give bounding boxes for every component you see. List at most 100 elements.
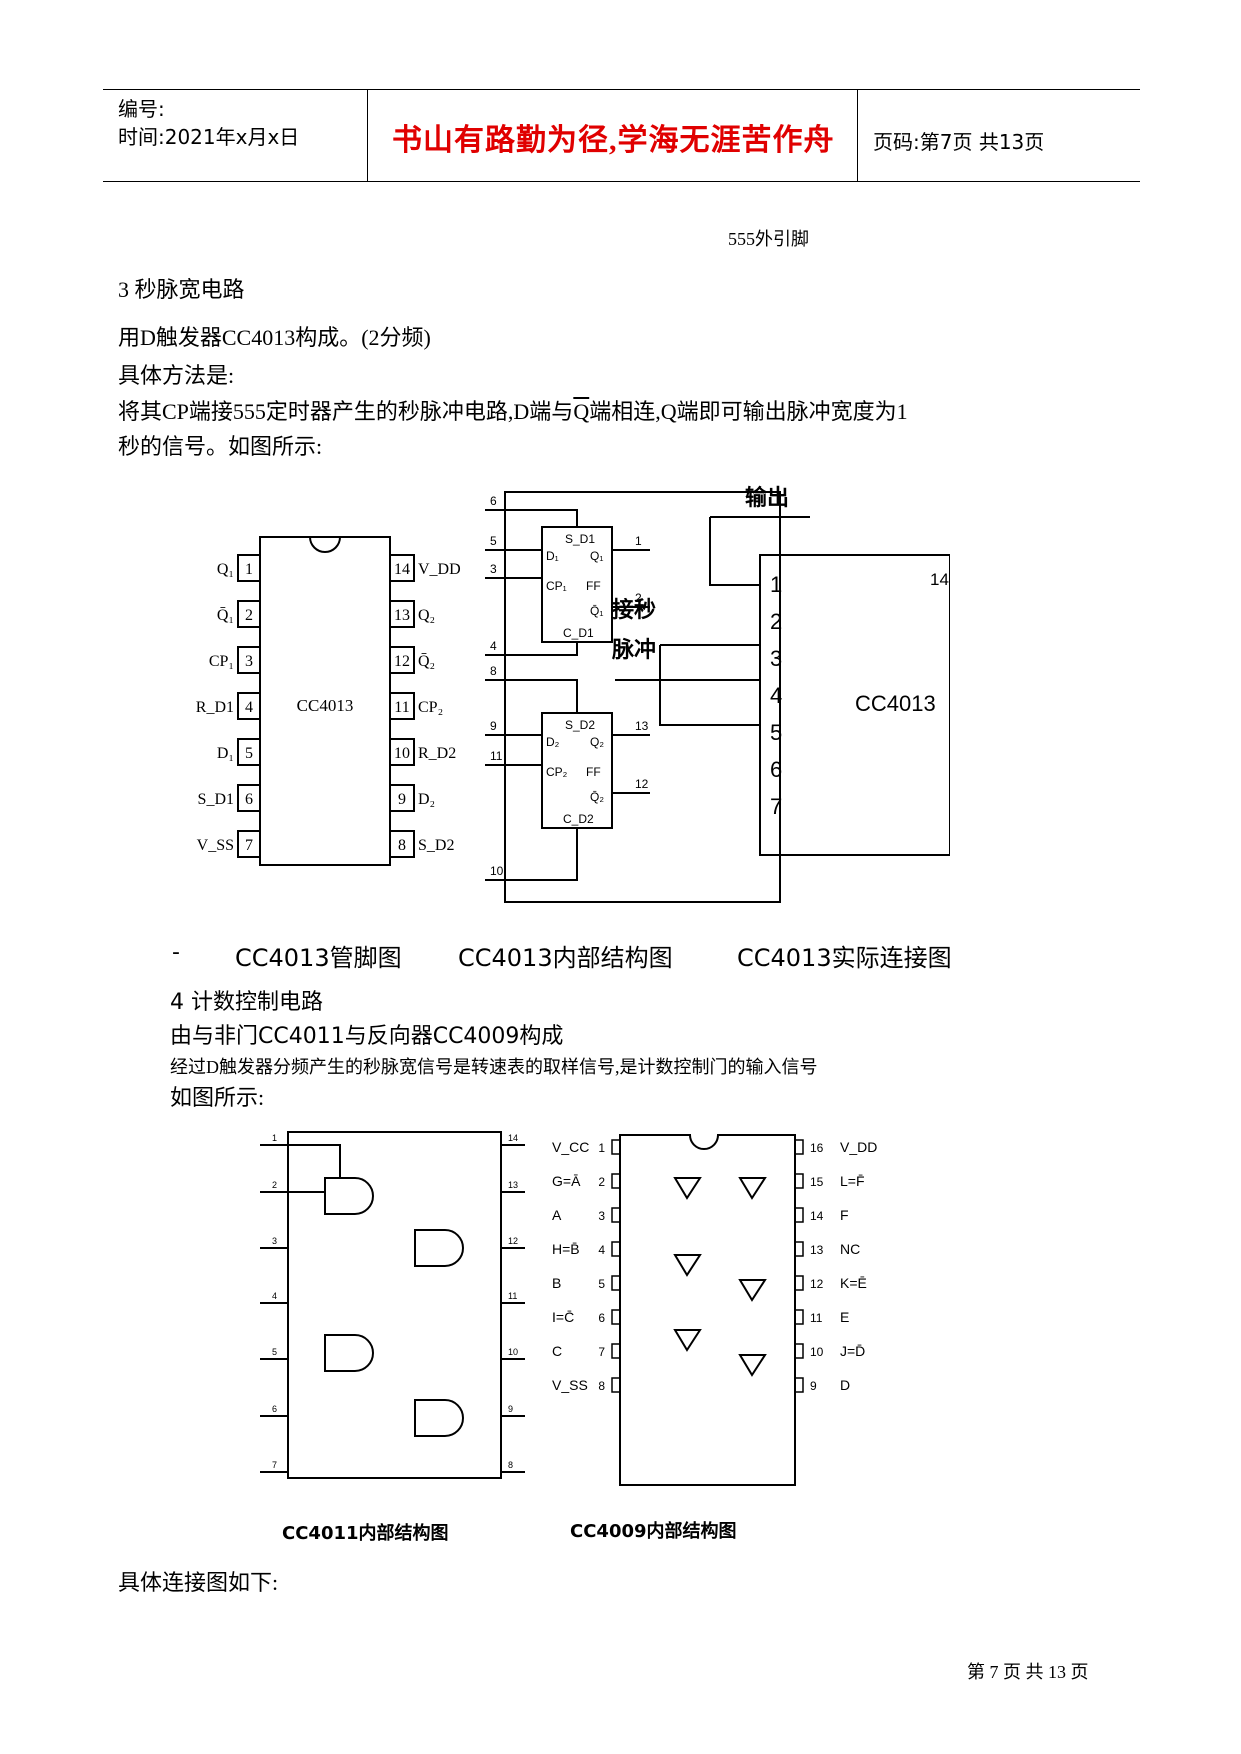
cc4009-left-pin-number: 4 <box>598 1243 605 1257</box>
cc4009-right-pin-stub <box>794 1309 804 1325</box>
cc4009-right-pin-name: L=F̄ <box>840 1173 865 1189</box>
right-pin-box <box>389 830 415 858</box>
cc4011-left-pin: 6 <box>272 1404 277 1414</box>
cc4011-right-pin: 8 <box>508 1460 513 1470</box>
cc4009-right-pin-number: 11 <box>810 1311 823 1325</box>
cc4009-left-pin-name: B <box>552 1275 561 1291</box>
cc4009-right-pin-name: D <box>840 1377 850 1393</box>
inverter-3 <box>673 1329 702 1352</box>
right-pin-box <box>389 784 415 812</box>
cc4009-right-pin-number: 10 <box>810 1345 824 1359</box>
left-pin-name: CP₁ <box>209 653 234 670</box>
cc4009-left-pin-number: 1 <box>598 1141 605 1155</box>
cc4011-diagram <box>260 1131 525 1479</box>
ff-cp-label: CP₂ <box>546 765 568 779</box>
cc4011-left-pin: 2 <box>272 1180 277 1190</box>
ff-set-label: S_D1 <box>565 532 595 546</box>
actual-pin-number: 6 <box>770 757 782 782</box>
left-pin-number: 1 <box>245 561 253 578</box>
cc4009-left-pin-stub <box>611 1139 621 1155</box>
cc4009-right-pin-number: 16 <box>810 1141 824 1155</box>
cc4009-right-pin-number: 13 <box>810 1243 824 1257</box>
ff-clear-label: C_D2 <box>563 812 594 826</box>
right-pin-number: 10 <box>394 745 410 762</box>
cc4009-left-pin-number: 3 <box>598 1209 605 1223</box>
header-motto: 书山有路勤为径,学海无涯苦作舟 <box>392 124 835 157</box>
chip-notch <box>309 536 341 553</box>
left-pin-number: 2 <box>245 607 253 624</box>
header-bottom-rule <box>103 181 1140 182</box>
cc4009-left-pin-stub <box>611 1377 621 1393</box>
section-4-line-3: 如图所示: <box>170 1085 265 1110</box>
inverter-2 <box>673 1254 702 1277</box>
actual-pin-number: 3 <box>770 646 782 671</box>
cc4009-right-pin-stub <box>794 1241 804 1257</box>
left-pin-box <box>237 692 261 720</box>
right-pin-name: CP₂ <box>418 699 443 716</box>
ff-q-label: Q₁ <box>590 549 603 563</box>
left-pin-box <box>237 554 261 582</box>
right-pin-number: 9 <box>398 791 406 808</box>
internal-pin-number: 4 <box>490 639 497 653</box>
right-pin-name: R_D2 <box>418 745 456 762</box>
section-3-line-2: 具体方法是: <box>118 363 235 388</box>
cc4011-left-pin: 5 <box>272 1347 277 1357</box>
internal-pin-number: 12 <box>635 777 649 791</box>
cc4009-left-pin-stub <box>611 1343 621 1359</box>
actual-pin-number: 1 <box>770 572 782 597</box>
cc4009-right-pin-stub <box>794 1207 804 1223</box>
internal-pin-number: 5 <box>490 534 497 548</box>
ff-clear-label: C_D1 <box>563 626 594 640</box>
cc4009-right-pin-stub <box>794 1275 804 1291</box>
right-pin-number: 12 <box>394 653 410 670</box>
cc4009-left-pin-number: 7 <box>598 1345 605 1359</box>
ff-d-label: D₂ <box>546 735 560 749</box>
cc4009-right-pin-name: NC <box>840 1241 860 1257</box>
left-pin-name: V_SS <box>197 837 234 854</box>
cc4009-right-pin-name: E <box>840 1309 849 1325</box>
header-divider-right <box>857 89 858 181</box>
cc4009-right-pin-number: 9 <box>810 1379 817 1393</box>
left-pin-name: S_D1 <box>198 791 234 808</box>
cc4009-left-pin-name: H=B̄ <box>552 1241 580 1257</box>
internal-pin-number: 2 <box>635 591 642 605</box>
actual-chip-body <box>759 554 950 856</box>
internal-pin-number: 3 <box>490 562 497 576</box>
header-divider-left <box>367 89 368 181</box>
cc4011-right-pin: 13 <box>508 1180 518 1190</box>
right-pin-number: 13 <box>394 607 410 624</box>
cc4011-body <box>287 1131 502 1479</box>
caption-cc4011: CC4011内部结构图 <box>282 1523 449 1544</box>
ff-ff-label: FF <box>586 765 601 779</box>
ff-ff-label: FF <box>586 579 601 593</box>
internal-pin-number: 1 <box>635 534 642 548</box>
cc4009-left-pin-name: G=Ā <box>552 1173 581 1189</box>
cc4009-right-pin-number: 14 <box>810 1209 824 1223</box>
right-pin-name: Q₂ <box>418 607 435 624</box>
right-pin-number: 11 <box>394 699 409 716</box>
cc4009-left-pin-name: I=C̄ <box>552 1309 574 1325</box>
right-pin-box <box>389 554 415 582</box>
output-label: 输出 <box>745 485 789 510</box>
left-pin-box <box>237 646 261 674</box>
internal-pin-number: 8 <box>490 664 497 678</box>
cc4009-left-pin-stub <box>611 1241 621 1257</box>
actual-pin-number: 4 <box>770 683 782 708</box>
cc4011-right-pin: 14 <box>508 1133 518 1143</box>
caption-cc4009: CC4009内部结构图 <box>570 1521 737 1542</box>
cc4009-left-pin-stub <box>611 1173 621 1189</box>
cc4009-diagram <box>619 1134 796 1486</box>
cc4009-right-pin-stub <box>794 1173 804 1189</box>
cc4009-body <box>619 1134 796 1486</box>
left-pin-name: Q₁ <box>217 561 234 578</box>
ff-qbar-label: Q̄₁ <box>590 604 603 618</box>
right-pin-name: S_D2 <box>418 837 454 854</box>
ff-set-label: S_D2 <box>565 718 595 732</box>
cc4009-left-pin-name: V_SS <box>552 1377 588 1393</box>
